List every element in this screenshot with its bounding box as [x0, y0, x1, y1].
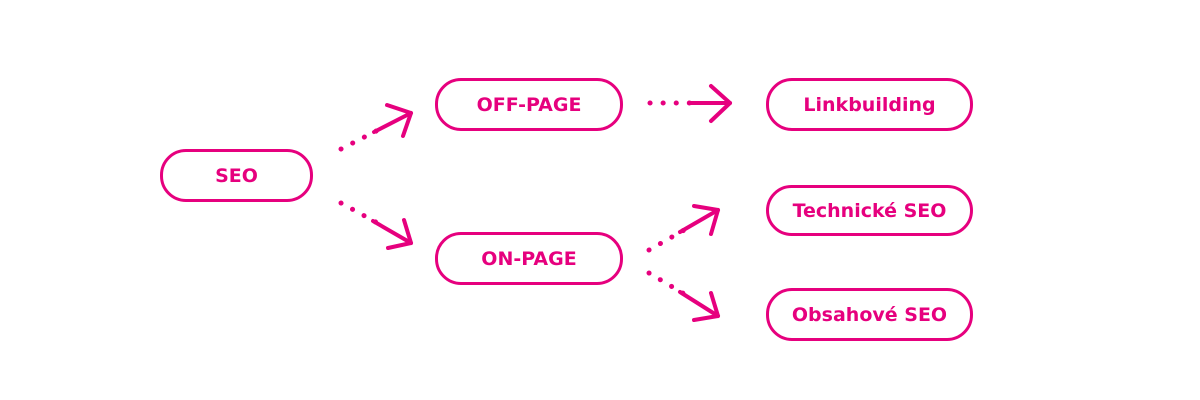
node-linkbuilding-label: Linkbuilding	[803, 93, 936, 116]
node-off-page-label: OFF-PAGE	[476, 93, 582, 116]
node-seo-label: SEO	[215, 164, 258, 187]
arrow-offpage-to-linkbuilding	[647, 84, 732, 123]
node-on-page: ON-PAGE	[435, 232, 623, 285]
node-technical-seo-label: Technické SEO	[792, 199, 947, 222]
arrow-seo-to-onpage	[338, 200, 413, 250]
node-content-seo: Obsahové SEO	[766, 288, 973, 341]
arrow-onpage-to-content	[646, 270, 720, 322]
node-content-seo-label: Obsahové SEO	[791, 303, 948, 326]
node-seo: SEO	[160, 149, 313, 202]
arrow-onpage-to-technical	[646, 204, 720, 253]
arrow-seo-to-offpage	[338, 103, 413, 152]
node-on-page-label: ON-PAGE	[481, 247, 577, 270]
node-off-page: OFF-PAGE	[435, 78, 623, 131]
node-linkbuilding: Linkbuilding	[766, 78, 973, 131]
node-technical-seo: Technické SEO	[766, 185, 973, 236]
